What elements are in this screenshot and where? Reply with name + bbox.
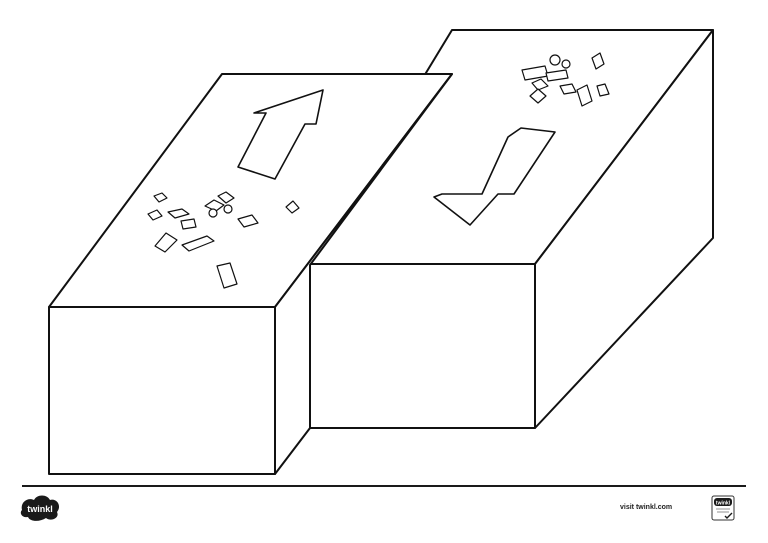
visit-link[interactable]: visit twinkl.com bbox=[620, 504, 673, 511]
twinkl-logo: twinkl bbox=[20, 495, 60, 521]
left-village-icon bbox=[147, 191, 300, 289]
logo-text: twinkl bbox=[27, 504, 53, 514]
right-block-front bbox=[309, 263, 536, 429]
left-block-side bbox=[274, 73, 453, 475]
arrow-down-icon bbox=[433, 127, 556, 226]
badge-text: twinkl bbox=[716, 501, 731, 507]
left-block-front bbox=[48, 306, 276, 475]
right-village-icon bbox=[521, 52, 610, 107]
quality-badge-icon: twinkl bbox=[711, 495, 735, 521]
footer-divider bbox=[22, 485, 746, 487]
arrow-up-icon bbox=[237, 89, 324, 180]
